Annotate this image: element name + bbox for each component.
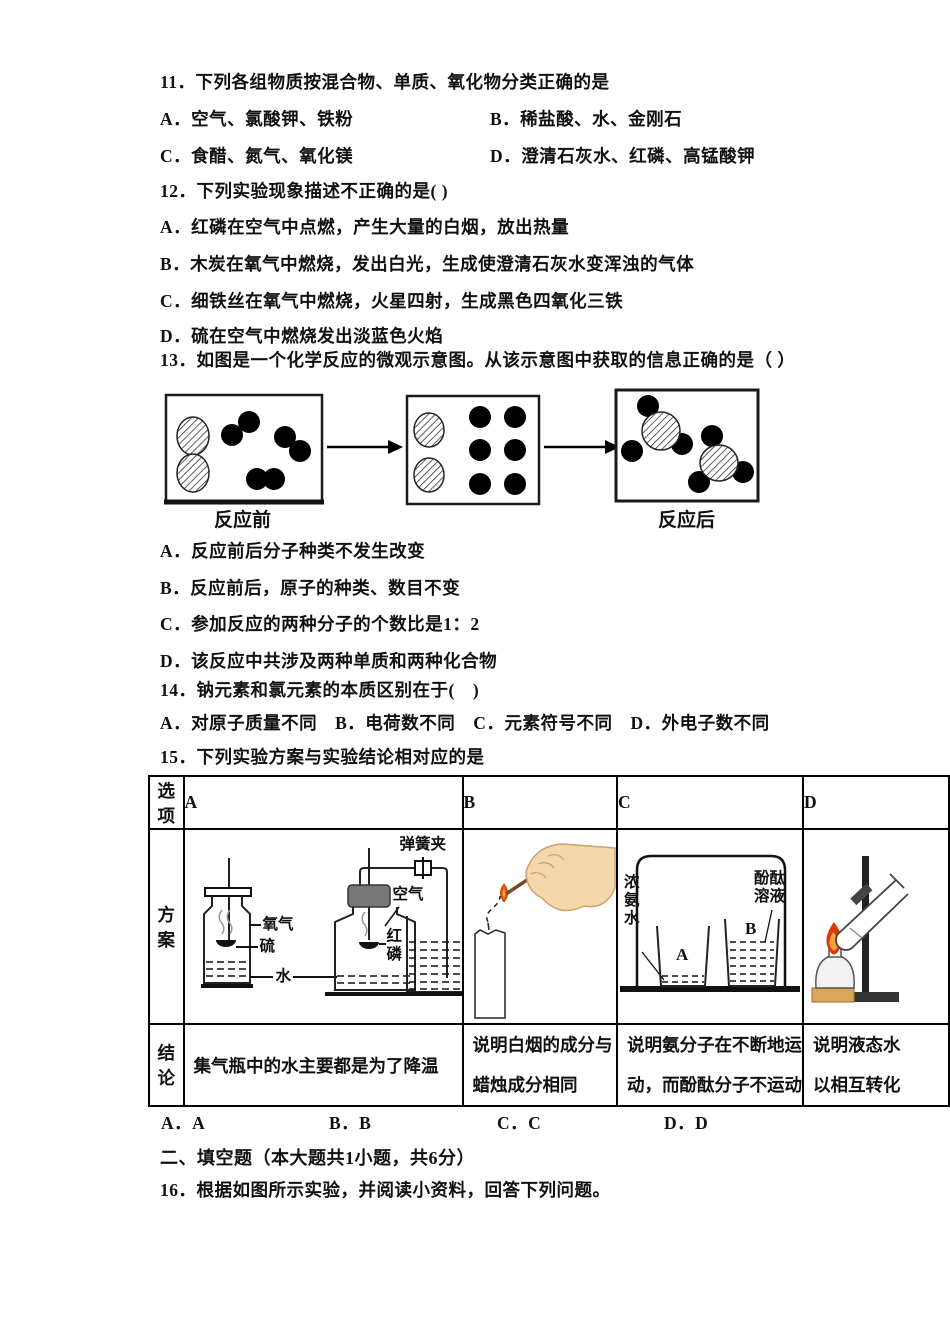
q15-title: 15．下列实验方案与实验结论相对应的是	[160, 747, 485, 767]
q13-reaction-diagram	[164, 388, 760, 506]
row-label-plan: 方案	[148, 828, 185, 1025]
q15-answer-c: C．C	[497, 1113, 542, 1133]
plan-b-cell	[464, 830, 617, 1023]
q16-title: 16．根据如图所示实验，并阅读小资料，回答下列问题。	[160, 1180, 611, 1200]
conclusion-a: 集气瓶中的水主要都是为了降温	[182, 1023, 464, 1107]
q14-title: 14．钠元素和氯元素的本质区别在于( )	[160, 680, 480, 700]
q12-title: 12．下列实验现象描述不正确的是( )	[160, 181, 449, 201]
section2-title: 二、填空题（本大题共1小题，共6分）	[160, 1148, 475, 1168]
table-header-b: B	[461, 775, 619, 830]
q11-option-d: D．澄清石灰水、红磷、高锰酸钾	[490, 146, 756, 166]
conclusion-d: 说明液态水 以相互转化	[802, 1023, 950, 1107]
plan-d-cell	[804, 830, 948, 1023]
q12-option-a: A．红磷在空气中点燃，产生大量的白烟，放出热量	[160, 217, 570, 237]
row-label-conclusion: 结论	[148, 1023, 185, 1107]
label-ammonia-water: 浓氨水	[624, 874, 640, 927]
label-spring-clip: 弹簧夹	[399, 836, 447, 853]
label-beaker-b: B	[745, 919, 757, 938]
q11-option-a: A．空气、氯酸钾、铁粉	[160, 109, 354, 129]
label-before-reaction: 反应前	[214, 510, 272, 531]
conclusion-c: 说明氨分子在不断地运 动，而酚酞分子不运动	[616, 1023, 805, 1107]
plan-c-cell: 浓氨水 酚酞溶液 A B	[618, 830, 802, 1023]
q12-option-d: D．硫在空气中燃烧发出淡蓝色火焰	[160, 326, 444, 346]
q11-option-b: B．稀盐酸、水、金刚石	[490, 109, 683, 129]
label-sulfur: 硫	[259, 938, 276, 955]
table-header-a: A	[182, 775, 464, 830]
q12-option-c: C．细铁丝在氧气中燃烧，火星四射，生成黑色四氧化三铁	[160, 291, 624, 311]
plan-d-diagram	[811, 856, 909, 1003]
label-red-phosphorus: 红磷	[386, 928, 403, 963]
q15-answer-d: D．D	[664, 1113, 709, 1133]
label-beaker-a: A	[676, 945, 689, 964]
q15-answer-a: A．A	[161, 1113, 206, 1133]
label-phenolphthalein: 酚酞溶液	[754, 870, 786, 905]
plan-a-cell: 弹簧夹 空气 氧气 硫 水 红磷	[185, 830, 462, 1023]
q12-option-b: B．木炭在氧气中燃烧，发出白光，生成使澄清石灰水变浑浊的气体	[160, 254, 695, 274]
label-air: 空气	[392, 886, 424, 903]
q13-option-d: D．该反应中共涉及两种单质和两种化合物	[160, 651, 498, 671]
q13-option-c: C．参加反应的两种分子的个数比是1：2	[160, 614, 480, 634]
conclusion-b: 说明白烟的成分与 蜡烛成分相同	[461, 1023, 619, 1107]
label-water: 水	[275, 968, 292, 985]
table-header-c: C	[616, 775, 805, 830]
plan-b-diagram	[473, 843, 616, 1019]
q13-option-a: A．反应前后分子种类不发生改变	[160, 541, 426, 561]
table-header-d: D	[802, 775, 950, 830]
plan-a-diagram	[200, 848, 462, 996]
q13-title: 13．如图是一个化学反应的微观示意图。从该示意图中获取的信息正确的是（ ）	[160, 350, 796, 370]
q15-answer-b: B．B	[329, 1113, 372, 1133]
q15-table: 选项 A B C D 方案	[148, 775, 950, 1107]
table-header-xuanxiang: 选项	[148, 775, 185, 830]
label-oxygen: 氧气	[262, 916, 294, 933]
q11-title: 11．下列各组物质按混合物、单质、氧化物分类正确的是	[160, 72, 610, 92]
q13-option-b: B．反应前后，原子的种类、数目不变	[160, 578, 461, 598]
q14-options-line: A．对原子质量不同 B．电荷数不同 C．元素符号不同 D．外电子数不同	[160, 713, 770, 733]
q11-option-c: C．食醋、氮气、氧化镁	[160, 146, 354, 166]
label-after-reaction: 反应后	[658, 510, 716, 531]
plan-c-diagram	[620, 854, 801, 992]
